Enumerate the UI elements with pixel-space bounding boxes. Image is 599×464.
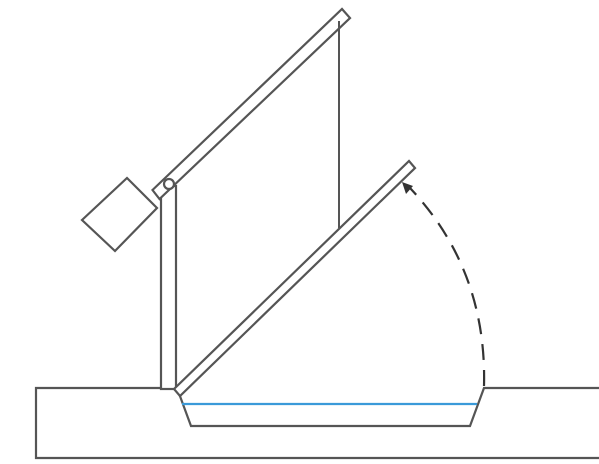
support-post xyxy=(159,184,178,391)
pivot-pin xyxy=(162,177,176,191)
arrow-head-icon xyxy=(402,182,413,194)
ground-outline xyxy=(34,386,599,460)
counterweight-box xyxy=(80,176,159,253)
ground-with-channel xyxy=(34,386,599,460)
upper-lever-arm xyxy=(151,7,352,201)
gate-leaf xyxy=(172,159,417,398)
opening-arc-arrow xyxy=(409,187,486,387)
